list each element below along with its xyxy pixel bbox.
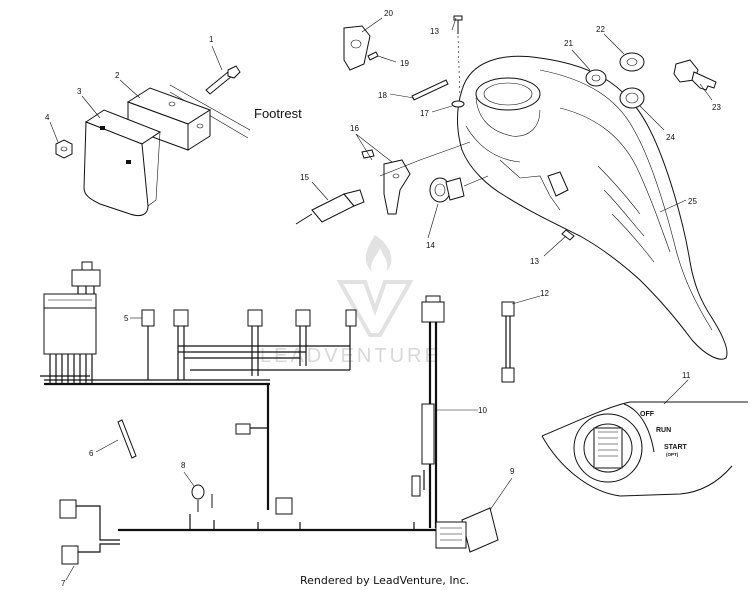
callout-25: 25 <box>688 197 697 206</box>
wiring-harness <box>40 261 515 565</box>
console-assembly <box>295 15 728 360</box>
spacer-block-icon <box>126 87 212 151</box>
callout-18: 18 <box>378 91 387 100</box>
bracket-icon <box>343 25 371 71</box>
screw-icon <box>561 229 575 241</box>
callout-9: 9 <box>510 467 515 476</box>
callout-3: 3 <box>77 87 82 96</box>
callout-13-top: 13 <box>430 27 439 36</box>
footrest-label: Footrest <box>254 106 302 121</box>
connector-icon <box>275 497 293 515</box>
connector-plug-icon <box>295 189 365 225</box>
pin-icon <box>117 419 137 459</box>
switch-opt-label: (OPT) <box>666 452 679 457</box>
callout-7: 7 <box>61 579 66 588</box>
clip-icon <box>361 149 411 215</box>
connector-icon <box>173 309 189 380</box>
connector-icon <box>235 423 268 435</box>
junction-block-icon <box>43 261 101 355</box>
callout-23: 23 <box>712 103 721 112</box>
footer-credit: Rendered by LeadVenture, Inc. <box>300 574 469 587</box>
callout-21: 21 <box>564 39 573 48</box>
pin-icon <box>411 79 449 101</box>
callout-4: 4 <box>45 113 50 122</box>
leadventure-watermark: LEADVENTURE <box>260 235 441 367</box>
key-icon <box>673 59 717 91</box>
console-shell <box>457 55 728 360</box>
leader-lines <box>49 17 713 581</box>
callout-20: 20 <box>384 9 393 18</box>
grommet-icon <box>619 52 645 72</box>
footrest-pad-icon <box>83 109 162 217</box>
bolt-icon <box>205 65 241 95</box>
callout-13-bottom: 13 <box>530 257 539 266</box>
watermark-text: LEADVENTURE <box>260 345 441 367</box>
callout-5: 5 <box>124 314 129 323</box>
small-screw-icon <box>367 51 379 61</box>
callout-16: 16 <box>350 124 359 133</box>
callout-22: 22 <box>596 25 605 34</box>
callout-6: 6 <box>89 449 94 458</box>
connector-icon <box>421 295 445 323</box>
washer-icon <box>451 100 465 108</box>
connector-icon <box>141 309 155 380</box>
callout-17: 17 <box>420 109 429 118</box>
callout-11: 11 <box>682 371 691 380</box>
connector-icon <box>345 309 357 370</box>
nut-icon <box>55 139 73 159</box>
callout-numbers: 1 2 3 4 5 6 7 8 9 10 11 12 13 13 14 15 1… <box>45 9 721 588</box>
callout-19: 19 <box>400 59 409 68</box>
footrest-assembly: Footrest <box>55 65 302 217</box>
callout-12: 12 <box>540 289 549 298</box>
extension-lead-icon <box>501 301 515 383</box>
ring-nut-icon <box>619 87 645 109</box>
connector-icon <box>247 309 263 376</box>
terminal-icon <box>191 484 213 512</box>
callout-1: 1 <box>209 35 214 44</box>
main-connector-icon <box>435 507 499 553</box>
switch-start-label: START <box>664 444 688 451</box>
dual-connector-icon <box>59 499 120 565</box>
callout-14: 14 <box>426 241 435 250</box>
callout-2: 2 <box>115 71 120 80</box>
ignition-switch-detail: OFF RUN START (OPT) <box>541 401 748 497</box>
grommet-icon <box>585 69 607 87</box>
callout-24: 24 <box>666 133 675 142</box>
callout-8: 8 <box>181 461 186 470</box>
callout-15: 15 <box>300 173 309 182</box>
switch-off-label: OFF <box>640 411 655 418</box>
screw-icon <box>453 15 463 34</box>
switch-run-label: RUN <box>656 427 671 434</box>
callout-10: 10 <box>478 406 487 415</box>
switch-icon <box>429 177 465 203</box>
